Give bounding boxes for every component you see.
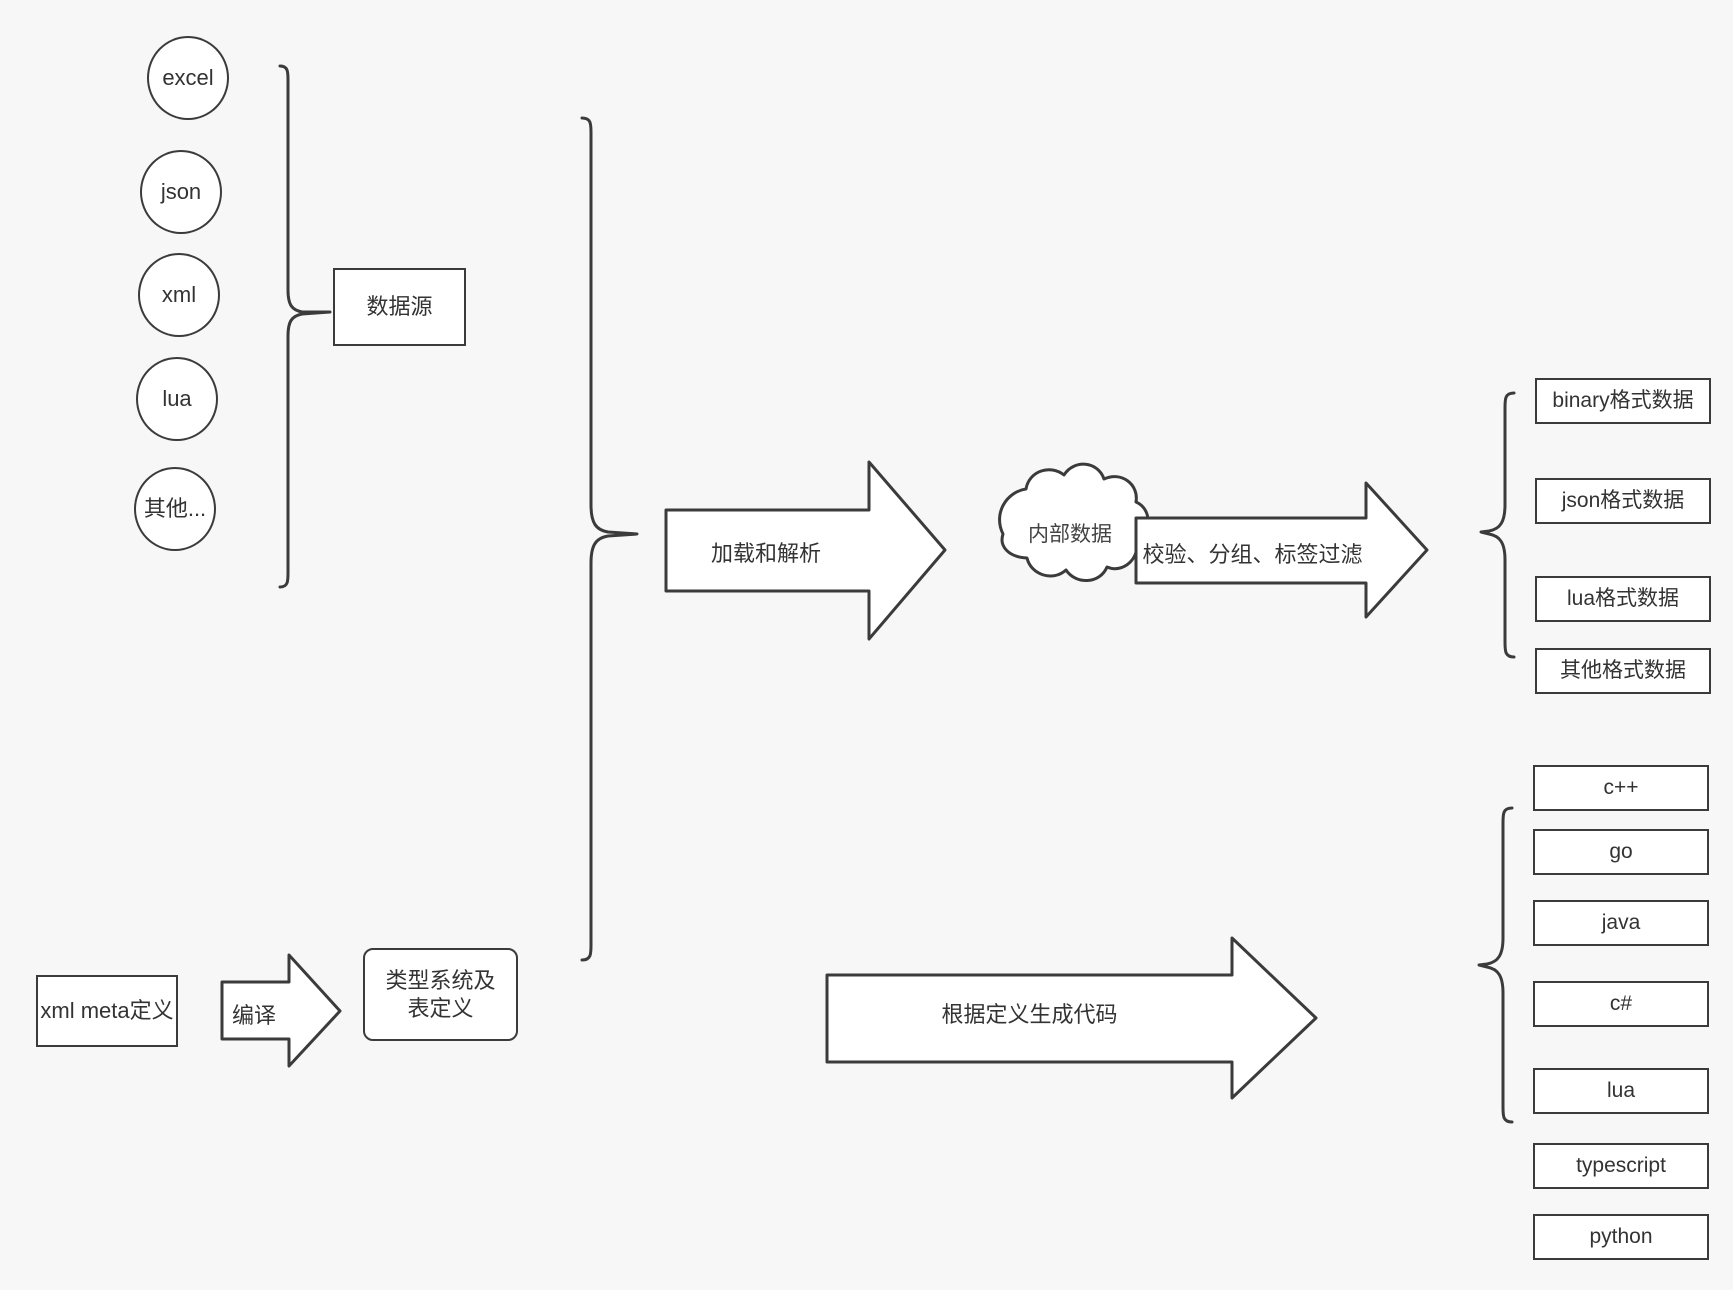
source-node-label: xml <box>161 282 197 308</box>
code-output-typescript[interactable]: typescript <box>1533 1143 1709 1189</box>
code-output-python[interactable]: python <box>1533 1214 1709 1260</box>
brace-data-outputs <box>1479 391 1516 659</box>
source-node-label: 其他... <box>143 496 207 522</box>
output-format-label: binary格式数据 <box>1552 388 1694 412</box>
code-output-java[interactable]: java <box>1533 900 1709 946</box>
code-output-lua[interactable]: lua <box>1533 1068 1709 1114</box>
xml-meta-definition-label: xml meta定义 <box>40 998 174 1024</box>
brace-code-outputs <box>1477 806 1514 1124</box>
code-output-go[interactable]: go <box>1533 829 1709 875</box>
xml-meta-definition-box[interactable]: xml meta定义 <box>36 975 178 1047</box>
type-system-label: 类型系统及表定义 <box>385 968 496 1021</box>
code-output-label: lua <box>1606 1078 1636 1102</box>
source-node-json[interactable]: json <box>140 150 222 234</box>
code-output-label: c# <box>1609 991 1633 1015</box>
internal-data-cloud-label: 内部数据 <box>1028 523 1112 546</box>
source-node-other[interactable]: 其他... <box>134 467 216 551</box>
output-format-label: 其他格式数据 <box>1560 658 1686 682</box>
source-node-excel[interactable]: excel <box>147 36 229 120</box>
source-node-label: json <box>160 179 202 205</box>
output-format-other[interactable]: 其他格式数据 <box>1535 648 1711 694</box>
source-node-lua[interactable]: lua <box>136 357 218 441</box>
output-format-label: lua格式数据 <box>1566 586 1680 610</box>
source-node-xml[interactable]: xml <box>138 253 220 337</box>
output-format-label: json格式数据 <box>1561 488 1685 512</box>
type-system-box[interactable]: 类型系统及表定义 <box>363 948 518 1041</box>
compile-arrow-label: 编译 <box>231 1003 276 1028</box>
code-output-label: c++ <box>1603 775 1639 799</box>
output-format-json[interactable]: json格式数据 <box>1535 478 1711 524</box>
source-node-label: excel <box>162 65 214 91</box>
code-output-csharp[interactable]: c# <box>1533 981 1709 1027</box>
source-node-label: lua <box>162 386 192 412</box>
data-source-label: 数据源 <box>366 294 433 320</box>
output-format-lua[interactable]: lua格式数据 <box>1535 576 1711 622</box>
brace-sources <box>278 64 332 589</box>
code-output-cpp[interactable]: c++ <box>1533 765 1709 811</box>
code-output-label: go <box>1609 839 1633 863</box>
code-output-label: python <box>1589 1224 1653 1248</box>
output-format-binary[interactable]: binary格式数据 <box>1535 378 1711 424</box>
code-output-label: typescript <box>1576 1153 1666 1177</box>
data-source-box[interactable]: 数据源 <box>333 268 466 346</box>
code-output-label: java <box>1601 910 1641 934</box>
brace-inputs-main <box>580 116 639 962</box>
codegen-arrow-label: 根据定义生成代码 <box>941 1002 1118 1027</box>
load-parse-arrow-label: 加载和解析 <box>710 541 821 566</box>
validate-filter-arrow-label: 校验、分组、标签过滤 <box>1142 542 1363 567</box>
